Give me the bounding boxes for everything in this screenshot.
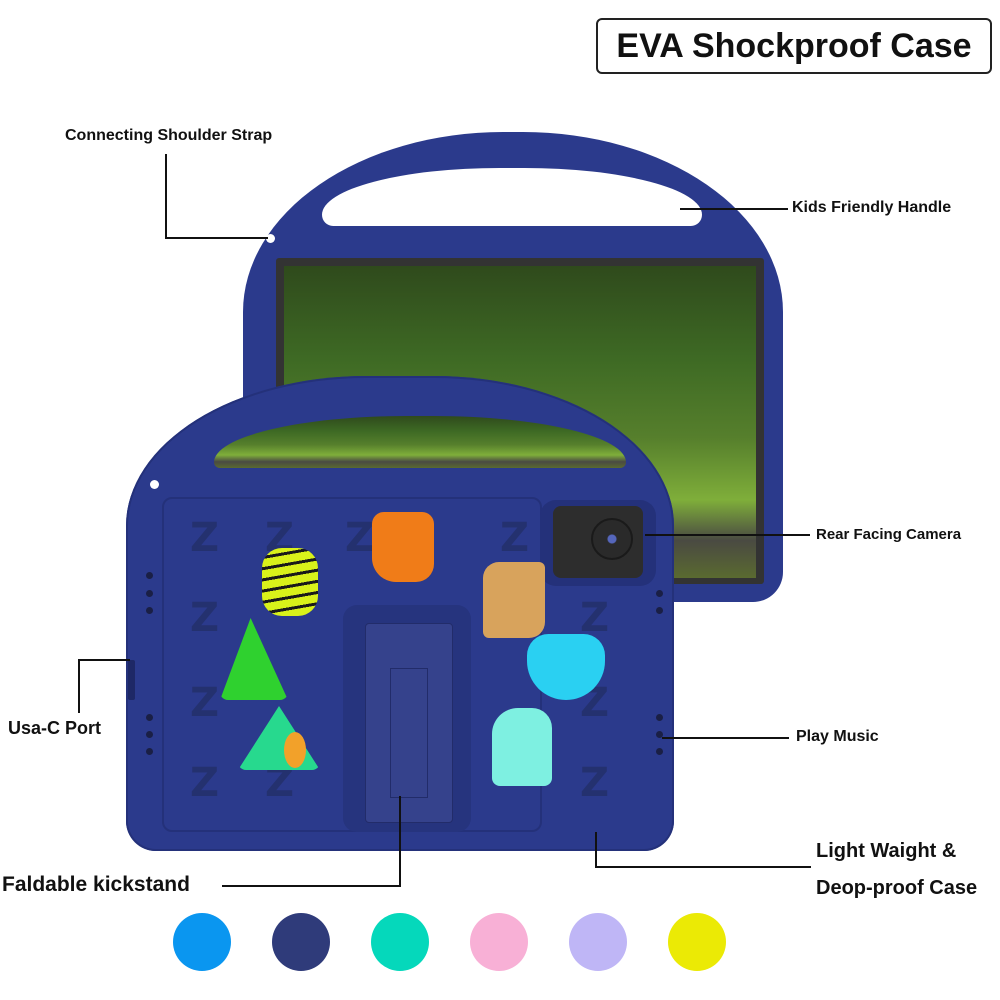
sticker-fox-icon [372, 512, 434, 582]
leader-line [222, 885, 401, 887]
leader-line [399, 796, 401, 887]
strap-hole-right [762, 234, 771, 243]
callout-light-weight-2: Deop-proof Case [816, 877, 978, 899]
leader-line [595, 866, 811, 868]
speaker-dot [656, 731, 663, 738]
callout-usb-port: Usa-C Port [8, 718, 102, 738]
z-pattern-icon: Z [190, 760, 220, 806]
callout-play-music: Play Music [796, 728, 879, 745]
kickstand [365, 623, 453, 823]
page-title: EVA Shockproof Case [596, 18, 992, 74]
z-pattern-icon: Z [190, 595, 220, 641]
callout-kickstand: Faldable kickstand [2, 873, 190, 896]
sticker-umbrella-icon [527, 634, 605, 700]
z-pattern-icon: Z [190, 680, 220, 726]
z-pattern-icon: Z [580, 760, 610, 806]
speaker-dot [146, 748, 153, 755]
speaker-dot [146, 572, 153, 579]
speaker-dot [146, 607, 153, 614]
z-pattern-icon: Z [190, 515, 220, 561]
callout-light-weight-1: Light Waight & [816, 840, 957, 862]
leader-line [165, 154, 167, 238]
leader-line [78, 659, 80, 713]
color-swatch-mint[interactable] [371, 913, 429, 971]
violin-body-icon [284, 732, 306, 768]
callout-shoulder-strap: Connecting Shoulder Strap [65, 127, 273, 144]
speaker-dot [146, 590, 153, 597]
z-pattern-icon: Z [500, 515, 530, 561]
leader-line [662, 737, 789, 739]
leader-line [165, 237, 268, 239]
sticker-elephant-icon [492, 708, 552, 786]
z-pattern-icon: Z [345, 515, 375, 561]
leader-line [645, 534, 810, 536]
color-swatch-yellow[interactable] [668, 913, 726, 971]
color-swatch-pink[interactable] [470, 913, 528, 971]
color-swatch-sky-blue[interactable] [173, 913, 231, 971]
kickstand-grip [390, 668, 428, 798]
speaker-dot [146, 714, 153, 721]
usb-port [128, 660, 135, 700]
speaker-dot [146, 731, 153, 738]
strap-hole-left [266, 234, 275, 243]
sticker-bee-icon [262, 548, 318, 616]
strap-hole-back-left [150, 480, 159, 489]
z-pattern-icon: Z [580, 595, 610, 641]
callout-handle: Kids Friendly Handle [792, 199, 952, 216]
camera-lens-icon [591, 518, 633, 560]
speaker-dot [656, 590, 663, 597]
callout-camera: Rear Facing Camera [816, 526, 962, 543]
leader-line [595, 832, 597, 867]
color-swatch-navy[interactable] [272, 913, 330, 971]
leader-line [680, 208, 788, 210]
speaker-dot [656, 748, 663, 755]
speaker-dot [656, 607, 663, 614]
color-swatch-lavender[interactable] [569, 913, 627, 971]
sticker-kangaroo-icon [483, 562, 545, 638]
speaker-dot [656, 714, 663, 721]
leader-line [78, 659, 130, 661]
